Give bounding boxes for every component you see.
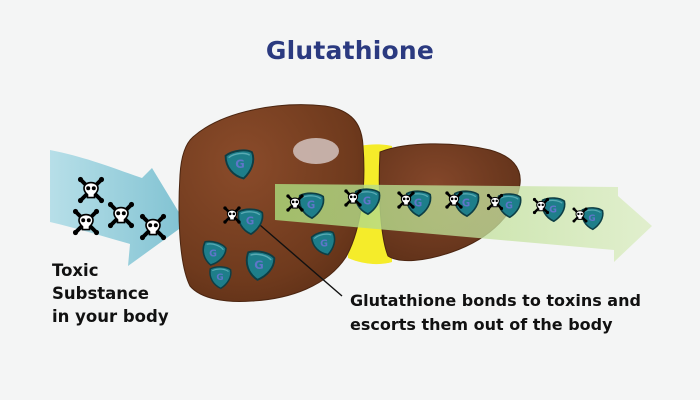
bond-pointer-line [252, 218, 343, 297]
glutathione-letter: G [462, 199, 470, 210]
glutathione-letter: G [307, 201, 315, 212]
liver-highlight-spot [293, 138, 339, 164]
glutathione-letter: G [246, 217, 254, 228]
glutathione-letter: G [414, 199, 422, 210]
glutathione-letter: G [235, 157, 244, 171]
glutathione-letter: G [320, 238, 328, 249]
glutathione-letter: G [549, 204, 557, 215]
toxic-substance-label: Toxic Substance in your body [52, 259, 169, 328]
glutathione-letter: G [216, 273, 223, 283]
toxic-label-line-3: in your body [52, 307, 169, 326]
glutathione-letter: G [363, 197, 371, 208]
toxic-label-line-1: Toxic [52, 261, 99, 280]
glutathione-bond-caption: Glutathione bonds to toxins and escorts … [350, 289, 641, 337]
bond-caption-line-2: escorts them out of the body [350, 315, 613, 334]
glutathione-letter: G [254, 258, 263, 272]
glutathione-letter: G [505, 200, 513, 211]
glutathione-letter: G [209, 248, 217, 259]
toxic-label-line-2: Substance [52, 284, 150, 303]
page-title: Glutathione [265, 36, 435, 65]
bond-caption-line-1: Glutathione bonds to toxins and [350, 291, 641, 310]
glutathione-letter: G [588, 214, 595, 224]
